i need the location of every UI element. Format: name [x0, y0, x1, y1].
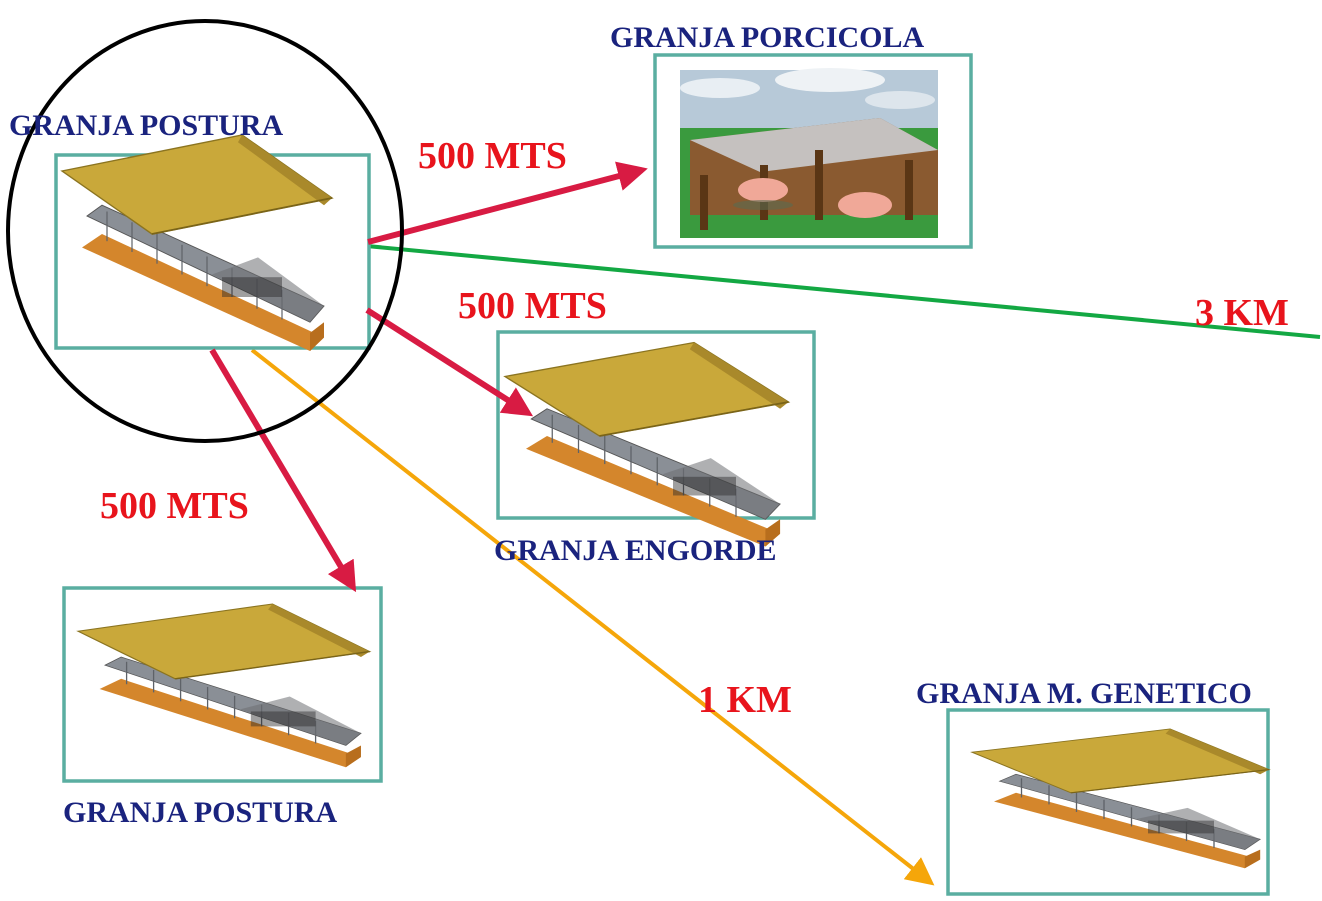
- farm-porcicola: [653, 53, 973, 249]
- distance-label-postura: 500 MTS: [100, 485, 249, 527]
- distance-label-far: 3 KM: [1195, 292, 1289, 334]
- arrow-to-postura: [209, 348, 357, 593]
- farm-postura-main: [54, 134, 371, 352]
- distance-label-engorde: 500 MTS: [458, 285, 607, 327]
- label-granja-engorde: GRANJA ENGORDE: [494, 534, 777, 567]
- label-granja-porcicola: GRANJA PORCICOLA: [610, 21, 925, 54]
- highlight-circle: [6, 19, 404, 443]
- distance-label-porcicola: 500 MTS: [418, 135, 567, 177]
- arrow-to-porcicola: [367, 161, 648, 245]
- distance-label-genetico: 1 KM: [698, 679, 792, 721]
- label-granja-genetico: GRANJA M. GENETICO: [916, 677, 1252, 710]
- farm-genetico: [946, 708, 1271, 896]
- farm-postura-second: [62, 586, 383, 783]
- label-granja-postura-main: GRANJA POSTURA: [9, 109, 284, 142]
- distance-arrow-1km: [250, 348, 935, 886]
- pig-pen-image: [680, 68, 938, 238]
- label-granja-postura-second: GRANJA POSTURA: [63, 796, 338, 829]
- distance-line-3km: [324, 240, 1321, 339]
- arrow-to-engorde: [365, 307, 534, 417]
- farm-engorde: [496, 330, 816, 548]
